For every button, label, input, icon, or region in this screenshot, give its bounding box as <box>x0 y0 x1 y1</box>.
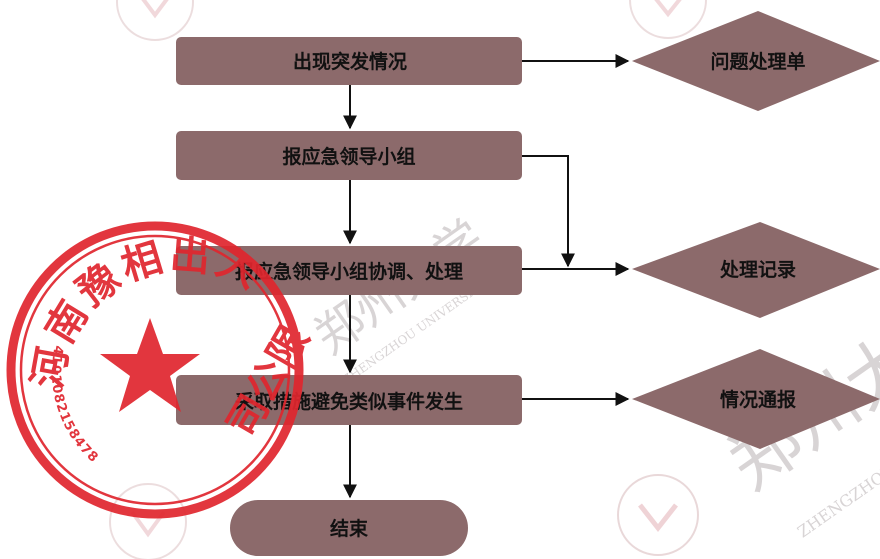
node-start: 出现突发情况 <box>176 37 522 85</box>
arrow-report-to-record <box>522 155 575 268</box>
watermark-logo-top-right <box>629 0 707 39</box>
watermark-logo-top-left <box>116 0 194 41</box>
seal-star-icon <box>100 318 200 412</box>
node-end: 结束 <box>230 500 468 556</box>
output-record-label: 处理记录 <box>719 258 796 281</box>
node-prevent: 采取措施避免类似事件发生 <box>176 375 522 425</box>
node-report: 报应急领导小组 <box>176 131 522 180</box>
connector-layer <box>343 54 630 499</box>
output-ticket: 问题处理单 <box>632 11 880 111</box>
output-record: 处理记录 <box>632 222 880 318</box>
output-layer: 问题处理单 处理记录 情况通报 <box>632 11 880 449</box>
node-end-label: 结束 <box>330 517 369 540</box>
node-report-label: 报应急领导小组 <box>282 145 415 168</box>
watermark-logo-bottom-right <box>617 474 699 556</box>
output-notice: 情况通报 <box>632 349 880 449</box>
node-start-label: 出现突发情况 <box>293 50 407 73</box>
process-layer: 出现突发情况 报应急领导小组 报应急领导小组协调、处理 采取措施避免类似事件发生… <box>176 37 522 556</box>
node-coordinate: 报应急领导小组协调、处理 <box>176 246 522 295</box>
output-notice-label: 情况通报 <box>720 388 796 411</box>
node-coordinate-label: 报应急领导小组协调、处理 <box>235 260 463 283</box>
output-ticket-label: 问题处理单 <box>710 50 805 73</box>
watermark-logo-bottom-left <box>109 483 187 559</box>
